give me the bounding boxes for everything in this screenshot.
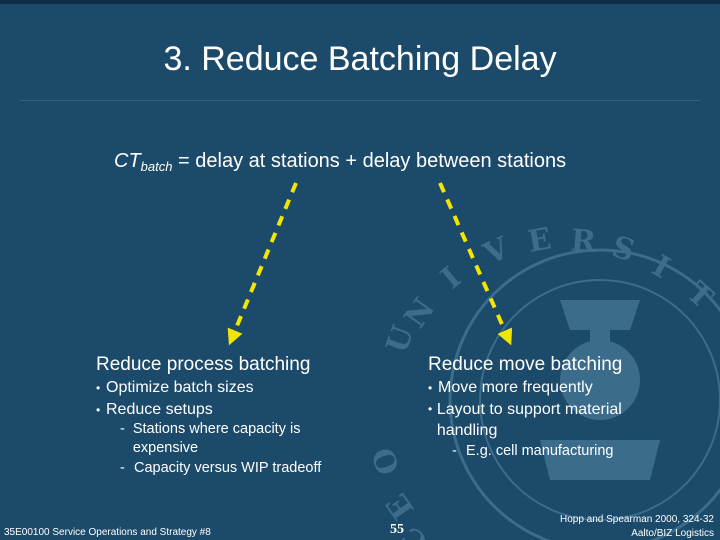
formula-rest: = delay at stations + delay between stat… xyxy=(172,150,567,172)
right-bullet: •Move more frequently xyxy=(428,379,593,396)
right-bullet: •Layout to support material handling xyxy=(428,401,622,439)
svg-text:R: R xyxy=(569,223,598,260)
formula-ct: CT xyxy=(114,150,141,172)
left-bullet: •Optimize batch sizes xyxy=(96,379,254,396)
formula-subscript: batch xyxy=(140,159,173,174)
title-box: 3. Reduce Batching Delay xyxy=(20,14,700,101)
footer-course: 35E00100 Service Operations and Strategy… xyxy=(4,527,211,538)
left-sub-bullet: -Capacity versus WIP tradeoff xyxy=(120,460,322,476)
slide-title: 3. Reduce Batching Delay xyxy=(163,40,557,78)
left-bullet: •Reduce setups xyxy=(96,401,213,418)
dashed-arrow-icon xyxy=(227,182,298,346)
right-heading: Reduce move batching xyxy=(428,354,623,375)
footer-org: Aalto/BIZ Logistics xyxy=(631,528,714,539)
formula: CTbatch = delay at stations + delay betw… xyxy=(114,150,567,174)
left-heading: Reduce process batching xyxy=(96,354,311,375)
right-sub-bullet: -E.g. cell manufacturing xyxy=(452,443,614,459)
page-number: 55 xyxy=(390,522,404,537)
footer-reference: Hopp and Spearman 2000, 324-32 xyxy=(559,514,714,525)
left-sub-bullet: -Stations where capacity is expensive xyxy=(120,421,301,456)
dashed-arrow-icon xyxy=(438,182,513,346)
